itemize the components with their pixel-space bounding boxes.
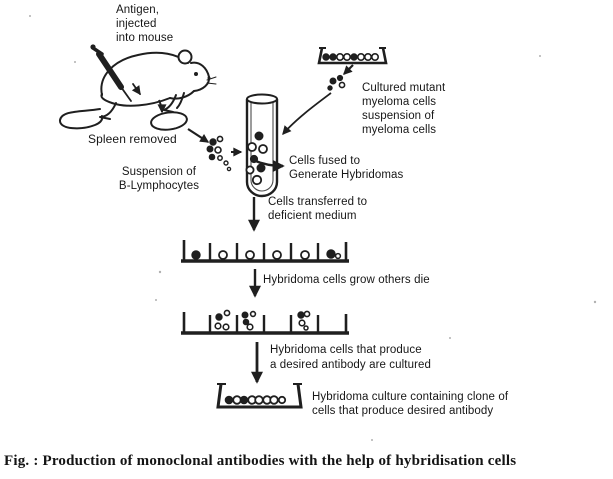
bottom-culture-dish <box>216 383 303 409</box>
label-suspension-b-lymphocytes: Suspension of B-Lymphocytes <box>118 166 200 192</box>
b-lymphocyte-cells <box>206 135 232 172</box>
plate1-cells <box>191 249 342 260</box>
mouse-drawing <box>59 49 217 130</box>
monoclonal-antibody-diagram-art <box>29 15 597 441</box>
well-plate-1 <box>181 240 349 263</box>
label-hybridoma-culture: Hybridoma culture containing clone of ce… <box>312 391 509 417</box>
myeloma-cell-chain <box>322 52 379 61</box>
label-cells-fused: Cells fused to Generate Hybridomas <box>289 155 404 181</box>
label-spleen-removed: Spleen removed <box>88 132 177 146</box>
label-hybridoma-grow: Hybridoma cells grow others die <box>263 274 430 286</box>
arrow-spleen-to-cells <box>187 128 210 143</box>
label-antigen-injected: Antigen, injected into mouse <box>116 4 174 44</box>
arrow-myeloma-to-tube <box>282 92 332 136</box>
scan-noise-dots <box>29 15 597 441</box>
myeloma-cells <box>327 74 346 91</box>
arrow-mouse-to-spleen <box>157 99 167 114</box>
spleen-shape <box>150 111 188 131</box>
label-hybridoma-produce: Hybridoma cells that produce a desired a… <box>270 344 432 371</box>
figure-caption: Fig. : Production of monoclonal antibodi… <box>4 453 517 469</box>
test-tube <box>245 93 279 198</box>
arrow-dish-to-myeloma <box>343 64 354 75</box>
fused-cells-in-tube <box>245 131 268 186</box>
culture-dish-top <box>317 47 388 65</box>
arrow-tube-to-fused-label <box>252 158 285 172</box>
plate2-hybridoma-colonies <box>214 309 311 331</box>
well-plate-2 <box>181 309 349 335</box>
cloned-hybridoma-cells <box>224 395 287 405</box>
label-cultured-mutant-myeloma: Cultured mutant myeloma cells suspension… <box>362 82 446 136</box>
label-cells-transferred: Cells transferred to deficient medium <box>268 196 368 222</box>
syringe-icon <box>90 44 141 102</box>
